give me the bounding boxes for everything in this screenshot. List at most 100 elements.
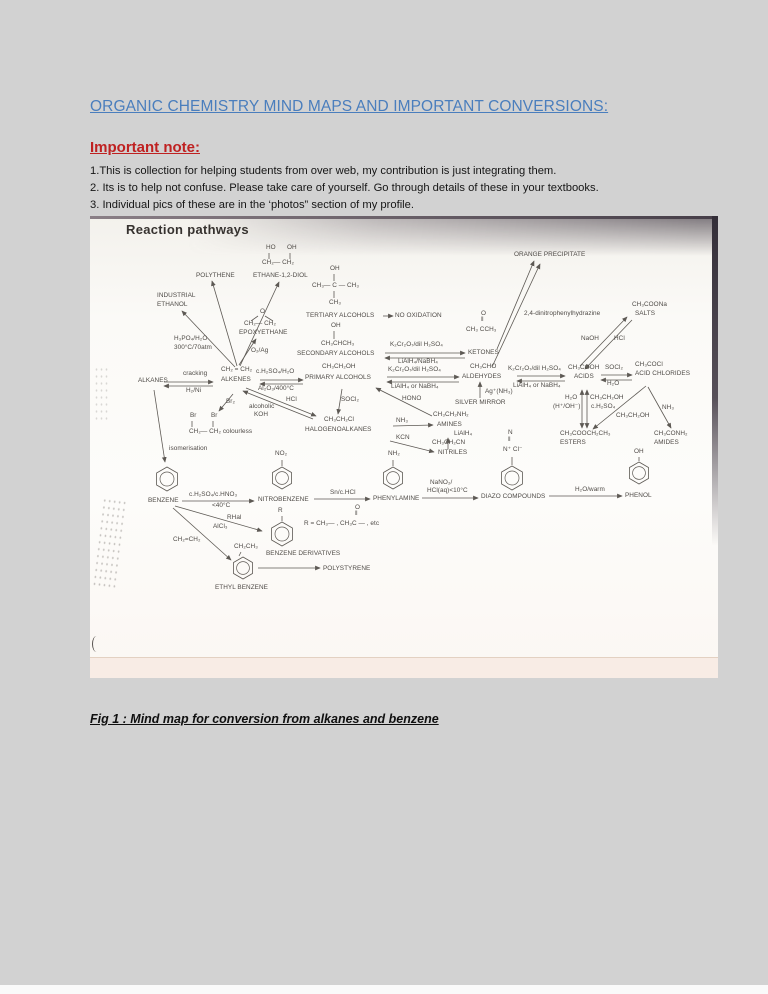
mindmap-bond (264, 315, 274, 322)
mindmap-label: c.H₂SO₄/c.HNO₃ (189, 491, 238, 498)
mindmap-label: CH₃— C — CH₃ (312, 282, 359, 289)
mindmap-arrow (375, 387, 433, 417)
benzene-ring-circle (274, 526, 290, 542)
mindmap-label: NH₃ (396, 417, 408, 424)
mindmap-label: HALOGENOALKANES (305, 426, 371, 433)
mindmap-arrow (218, 393, 234, 412)
mindmap-label: POLYTHENE (196, 272, 235, 279)
mindmap-label: ORANGE PRECIPITATE (514, 251, 585, 258)
mindmap-label: CH₂— CH₂ (244, 320, 276, 327)
mindmap-arrow (336, 388, 343, 415)
mindmap-arrow (239, 281, 280, 367)
mindmap-label: O₂/Ag (251, 347, 269, 354)
mindmap-label: O (481, 310, 486, 317)
mindmap-arrow (211, 280, 238, 367)
mindmap-label: PRIMARY ALCOHOLS (305, 374, 371, 381)
mindmap-label: 2,4-dinitrophenylhydrazine (524, 310, 601, 317)
benzene-ring-circle (275, 471, 289, 485)
mindmap-label: Br₂ (226, 398, 235, 405)
mindmap-label: NITRILES (438, 449, 467, 456)
mindmap-label: Al₂O₃/400°C (258, 384, 294, 392)
mindmap-arrow (153, 389, 167, 463)
mindmap-label: K₂Cr₂O₇/dil H₂SO₄ (388, 366, 441, 373)
mindmap-label: OH (330, 265, 340, 272)
mindmap-label: ETHANE-1,2-DIOL (253, 272, 308, 279)
note-list: 1.This is collection for helping student… (90, 163, 599, 213)
mindmap-arrow (491, 263, 541, 368)
mindmap-label: (H⁺/OH⁻) (553, 403, 580, 410)
mindmap-label: R (278, 507, 283, 514)
mindmap-label: NaOH (581, 335, 599, 342)
mindmap-label: SALTS (635, 310, 655, 317)
mindmap-label: ‖ (508, 436, 511, 443)
mindmap-label: OH (331, 322, 341, 329)
mindmap-label: AlCl₃ (213, 523, 228, 530)
mindmap-label: <40°C (212, 501, 231, 509)
benzene-ring (233, 556, 253, 580)
mindmap-label: HCl(aq)<10°C (427, 486, 468, 494)
mindmap-label: 300°C/70atm (174, 343, 212, 351)
figure-caption: Fig 1 : Mind map for conversion from alk… (90, 711, 439, 726)
benzene-ring (383, 466, 403, 490)
mindmap-label: AMIDES (654, 439, 679, 446)
mindmap-label: SILVER MIRROR (455, 399, 506, 406)
mindmap-label: CH₃ (329, 299, 341, 306)
mindmap-label: NH₂ (388, 450, 400, 457)
mindmap-label: CH₃CHO (470, 363, 496, 370)
scan-top-edge (90, 216, 718, 219)
mindmap-arrow (172, 507, 232, 561)
mindmap-label: isomerisation (169, 445, 208, 452)
mindmap-label: ALKANES (138, 377, 168, 384)
mindmap-arrow (238, 338, 257, 366)
mindmap-label: ALDEHYDES (462, 373, 501, 380)
mindmap-arrow (592, 385, 647, 430)
mindmap-label: NH₃ (662, 404, 674, 411)
mindmap-label: CH₂CH₃ (234, 543, 258, 550)
mindmap-label: INDUSTRIAL (157, 292, 196, 299)
mindmap-label: LiAlH₄ (454, 430, 473, 437)
mindmap-label: BENZENE (148, 497, 179, 504)
mindmap-label: CH₃CONH₂ (654, 430, 688, 437)
scan-pen-mark (92, 636, 101, 652)
mindmap-label: CH₃COCl (635, 361, 663, 368)
mindmap-label: c.H₂SO₄ (591, 403, 616, 410)
mindmap-label: NaNO₂/ (430, 479, 452, 486)
scan-shadow-band (90, 216, 718, 256)
mindmap-label: Br (190, 412, 197, 419)
benzene-ring (271, 521, 293, 547)
mindmap-arrow (392, 422, 434, 428)
mindmap-label: SOCl₂ (341, 396, 359, 403)
mindmap-label: KETONES (468, 349, 499, 356)
benzene-ring-circle (632, 466, 646, 480)
mindmap-label: N (508, 429, 513, 436)
mindmap-label: CH₃CH₂OH (322, 363, 356, 370)
scan-noise (94, 366, 110, 422)
mindmap-arrow (647, 386, 672, 429)
mindmap-label: O (260, 308, 265, 315)
scan-right-edge (712, 216, 718, 546)
mindmap-bond (250, 315, 259, 322)
mindmap-label: CH₃ CCH₃ (466, 326, 497, 333)
mindmap-label: HO (266, 244, 276, 251)
mindmap-label: CH₃CH₂CN (432, 439, 466, 446)
mindmap-label: EPOXYETHANE (239, 329, 288, 336)
note-heading: Important note: (90, 139, 200, 157)
mindmap-label: CH₃COONa (632, 301, 667, 308)
mindmap-bond (238, 551, 242, 557)
mindmap-label: LiAlH₄ or NaBH₄ (391, 383, 439, 390)
mindmap-label: LiAlH₄/NaBH₄ (398, 358, 438, 365)
mindmap-label: HONO (402, 395, 421, 402)
note-line-2: 2. Its is to help not confuse. Please ta… (90, 181, 599, 194)
mindmap-label: ETHYL BENZENE (215, 584, 268, 591)
mindmap-arrow (579, 316, 628, 367)
mindmap-label: H₂O/warm (575, 486, 605, 493)
mindmap-label: H₂O (607, 380, 619, 387)
mindmap-label: K₂Cr₂O₇/dil H₂SO₄ (508, 365, 561, 372)
mindmap-label: c.H₂SO₄/H₂O (256, 368, 294, 375)
mindmap-label: SECONDARY ALCOHOLS (297, 350, 374, 357)
mindmap-label: LiAlH₄ or NaBH₄ (513, 382, 561, 389)
mindmap-label: cracking (183, 370, 208, 377)
mindmap-label: Sn/c.HCl (330, 489, 356, 496)
